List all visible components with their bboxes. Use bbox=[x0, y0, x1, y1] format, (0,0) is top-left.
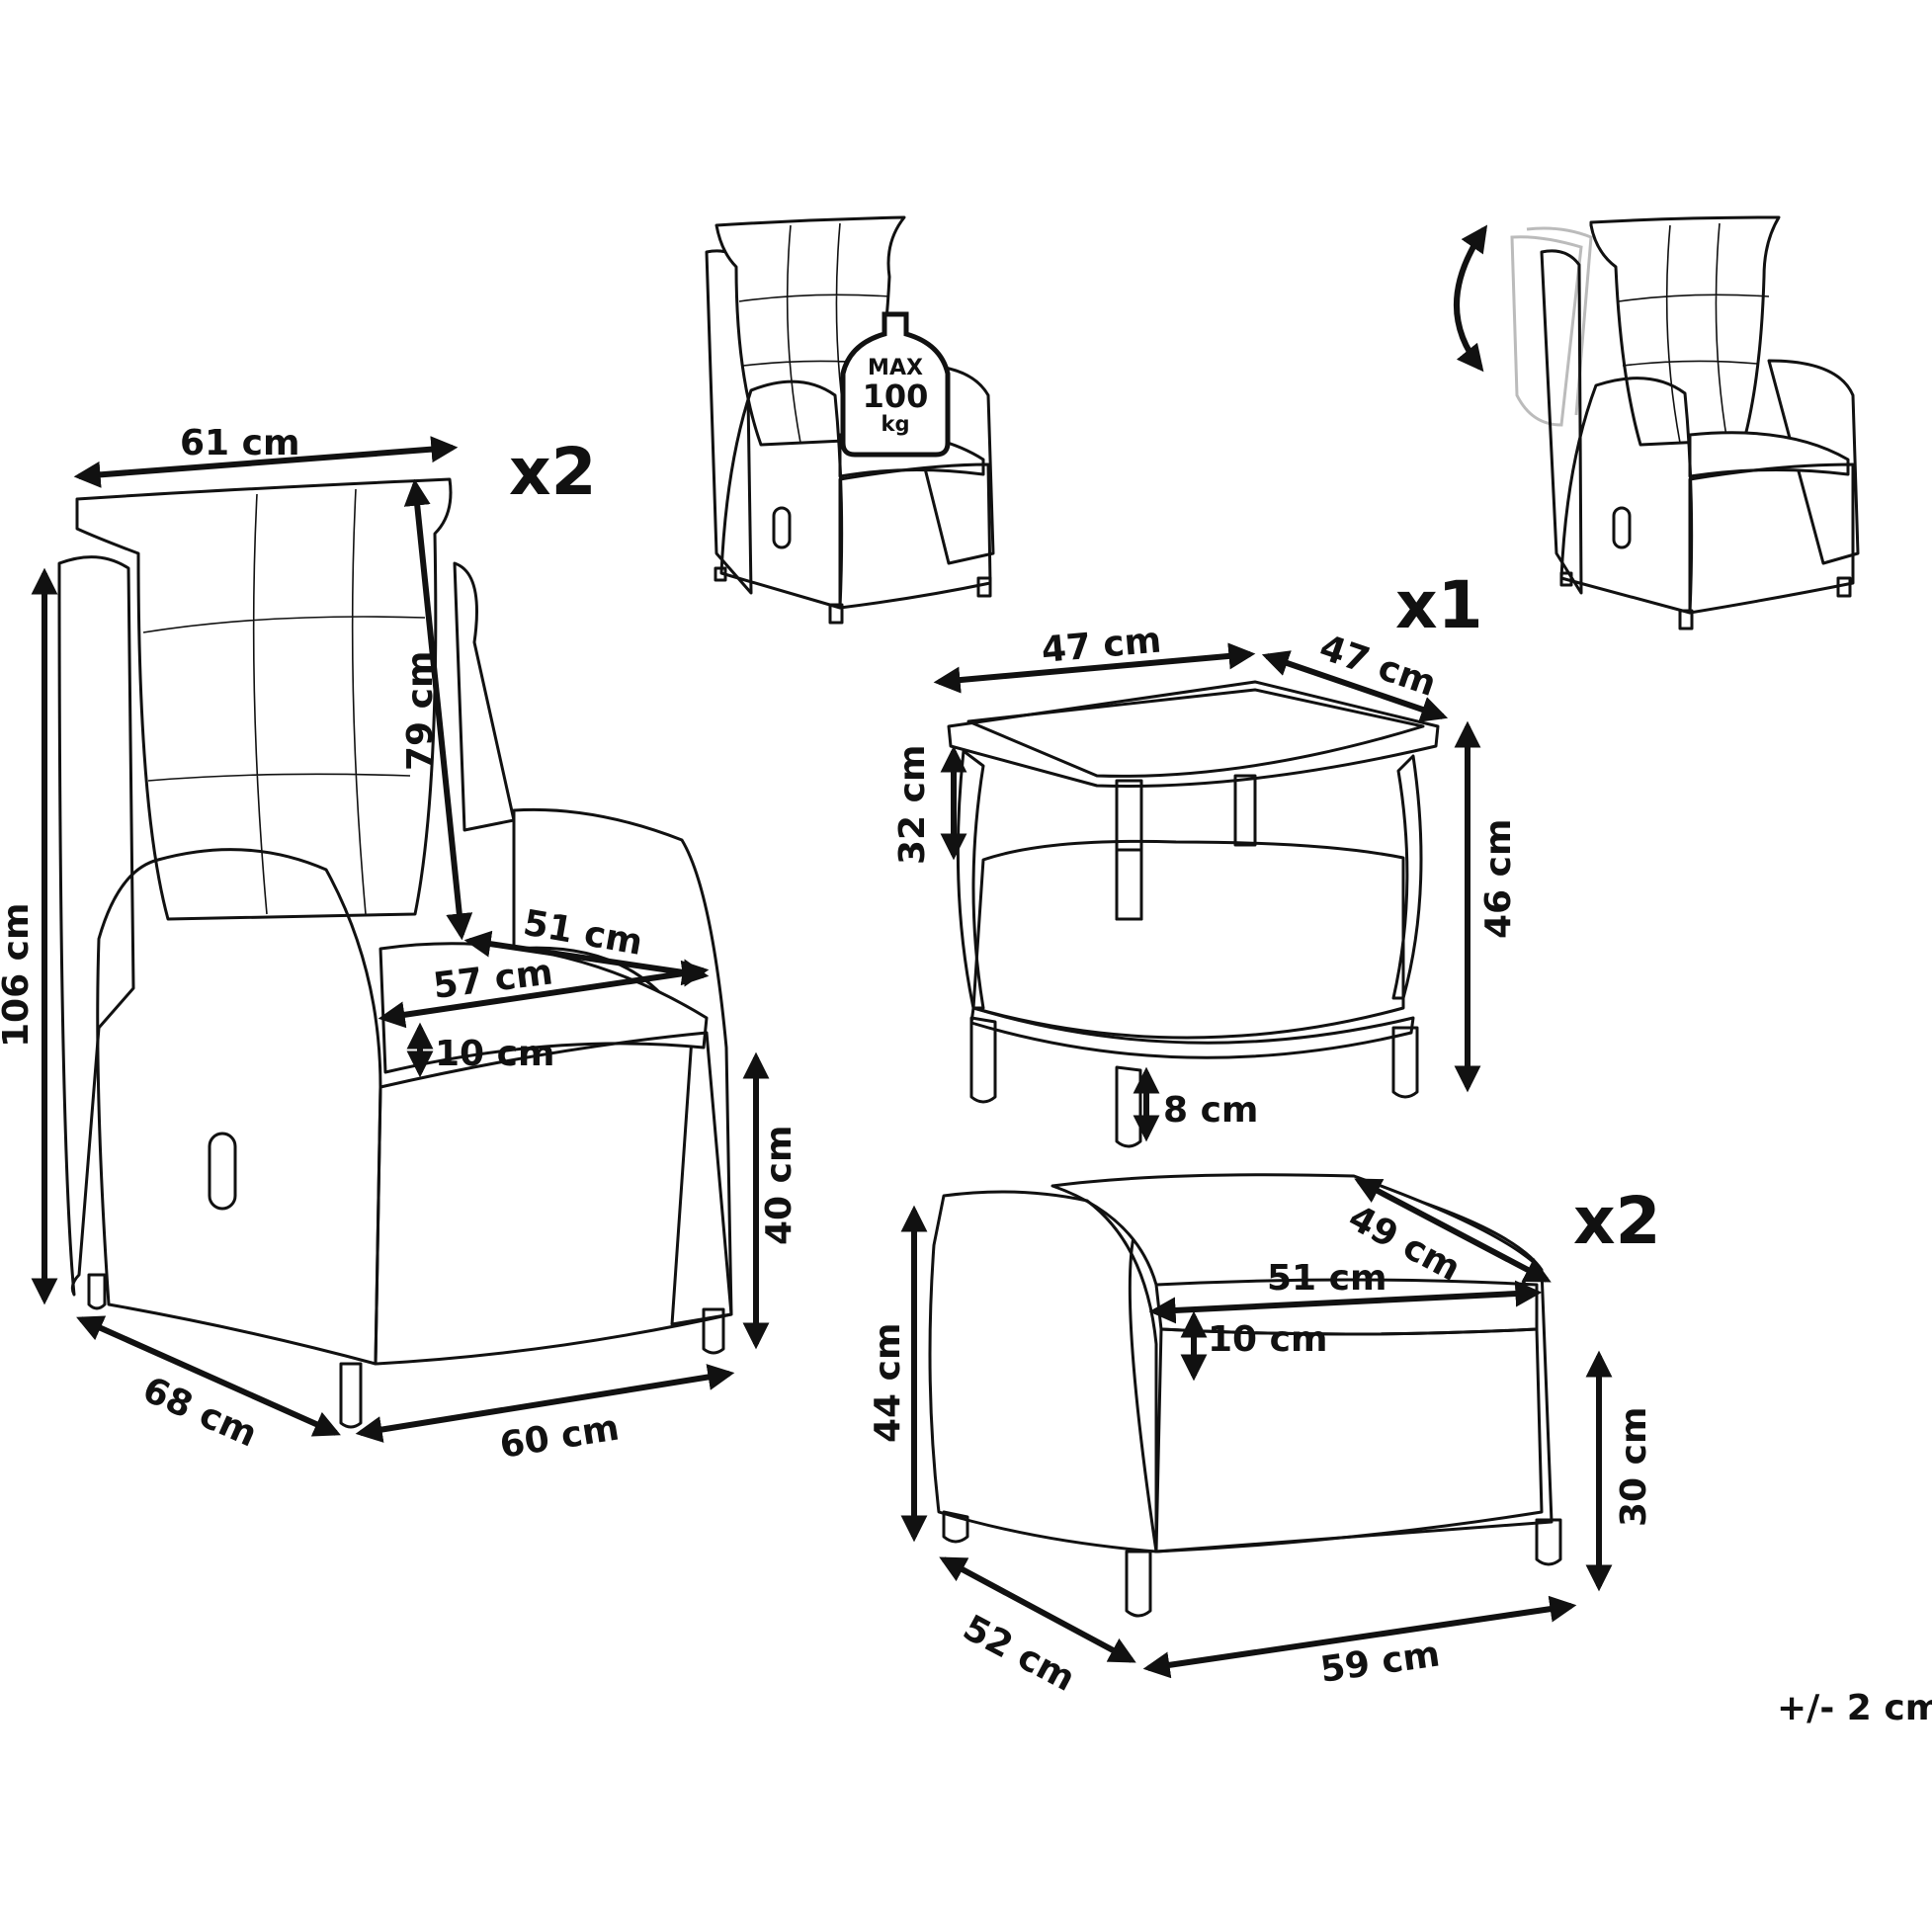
weight-badge-unit: kg bbox=[882, 412, 910, 436]
footstool-illustration bbox=[928, 1173, 1562, 1618]
tolerance-note: +/- 2 cm bbox=[1777, 1688, 1932, 1728]
footstool-quantity: x2 bbox=[1573, 1183, 1661, 1259]
lounge-chair-quantity: x2 bbox=[509, 434, 597, 510]
label-cushion-width: 61 cm bbox=[180, 423, 299, 463]
label-seat-height: 40 cm bbox=[759, 1126, 799, 1245]
weight-badge-max: MAX bbox=[868, 356, 923, 380]
label-table-leg-height: 8 cm bbox=[1163, 1090, 1258, 1131]
label-chair-depth: 68 cm bbox=[136, 1370, 263, 1456]
weight-limit-badge: MAX 100 kg bbox=[840, 311, 951, 458]
label-stool-height: 44 cm bbox=[868, 1323, 908, 1443]
side-table-quantity: x1 bbox=[1395, 567, 1483, 643]
side-table-illustration bbox=[947, 680, 1440, 1148]
label-stool-cushion-thickness: 10 cm bbox=[1208, 1319, 1327, 1360]
chair-recline-illustration bbox=[1454, 215, 1860, 630]
label-stool-seat-height: 30 cm bbox=[1614, 1407, 1654, 1527]
label-table-shelf-gap: 32 cm bbox=[892, 745, 933, 865]
label-seat-cushion-thickness: 10 cm bbox=[435, 1034, 554, 1074]
lounge-chair-illustration bbox=[57, 477, 733, 1429]
weight-badge-value: 100 bbox=[863, 378, 929, 415]
dimension-lines bbox=[31, 436, 1613, 1679]
label-table-height: 46 cm bbox=[1478, 819, 1519, 939]
label-stool-top-width: 51 cm bbox=[1267, 1258, 1386, 1299]
label-total-height: 106 cm bbox=[0, 902, 37, 1048]
label-chair-width: 60 cm bbox=[497, 1407, 622, 1466]
label-back-height: 79 cm bbox=[400, 651, 441, 771]
weight-icon bbox=[840, 311, 951, 458]
side-table-labels: x1 47 cm 47 cm 32 cm 46 cm 8 cm bbox=[892, 567, 1519, 1131]
recline-arrow-icon bbox=[1454, 224, 1488, 373]
